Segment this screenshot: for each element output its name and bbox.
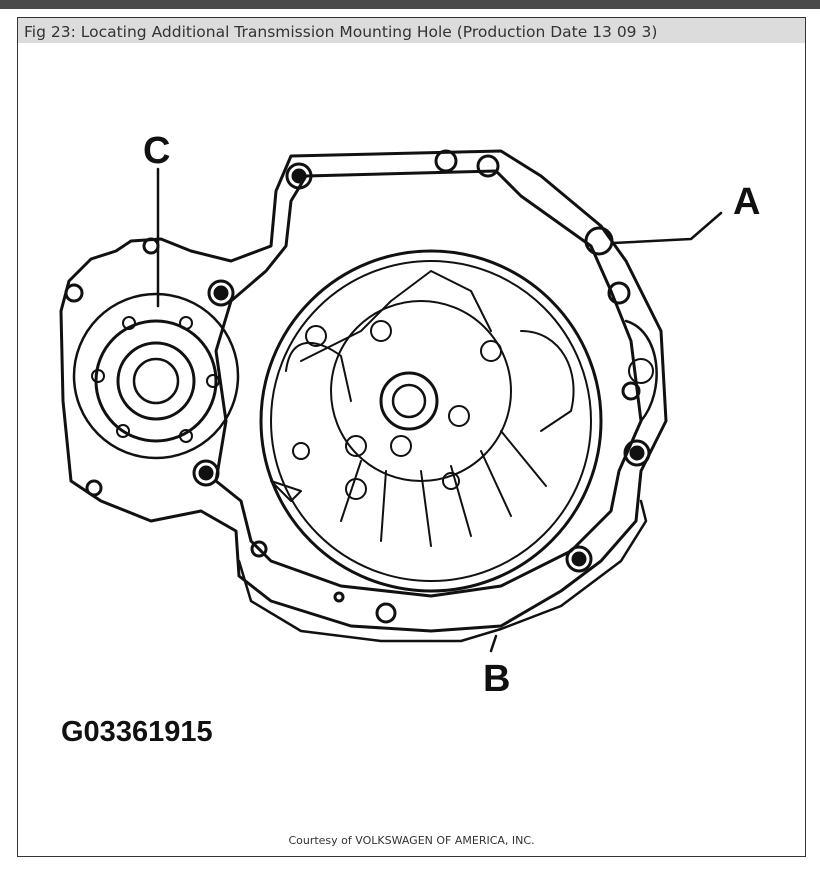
differential-seal (116, 341, 196, 421)
transmission-diagram: A B C G03361915 (59, 130, 760, 748)
leader-a (611, 211, 723, 245)
bell-ring-inner (270, 260, 592, 582)
leader-b (489, 634, 498, 653)
differential-housing (94, 319, 218, 443)
courtesy-note: Courtesy of VOLKSWAGEN OF AMERICA, INC. (288, 834, 535, 847)
housing-flange (214, 169, 643, 598)
mounting-hole (285, 162, 313, 190)
callout-a: A (733, 181, 760, 223)
input-shaft (379, 371, 439, 431)
figure-caption: Fig 23: Locating Additional Transmission… (18, 18, 805, 43)
differential-flange (72, 292, 240, 460)
figure-code: G03361915 (61, 716, 213, 748)
lower-extension (237, 499, 648, 643)
drive-flange-bore (132, 357, 180, 405)
figure-frame: Fig 23: Locating Additional Transmission… (17, 17, 806, 857)
clutch-area (330, 300, 512, 482)
callout-b: B (483, 658, 510, 700)
input-shaft-bore (391, 383, 427, 419)
window-top-bar (0, 0, 820, 9)
mounting-hole-a (584, 226, 614, 256)
bell-ring (259, 249, 603, 593)
callout-c: C (143, 130, 170, 172)
